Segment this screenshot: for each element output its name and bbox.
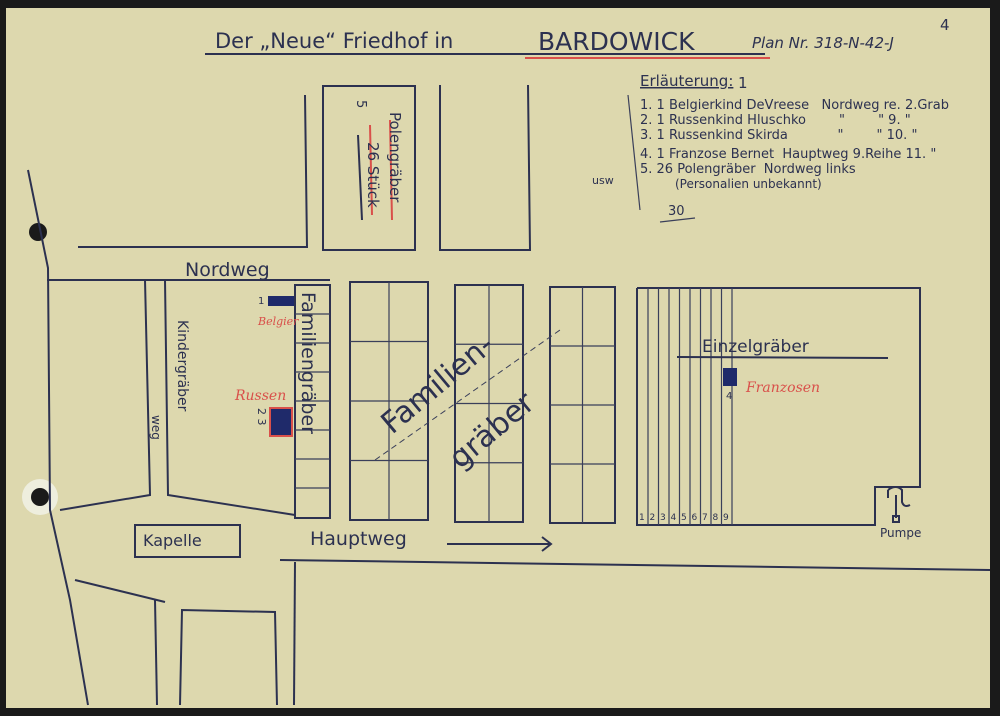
legend-item-5: 5. 26 Polengräber Nordweg links bbox=[640, 162, 856, 177]
russen-grave-markers bbox=[269, 407, 293, 437]
legend-item-4: 4. 1 Franzose Bernet Hauptweg 9.Reihe 11… bbox=[640, 147, 936, 162]
kinder-path bbox=[59, 279, 152, 511]
nordweg-label: Nordweg bbox=[185, 259, 270, 281]
row-number: 7 bbox=[702, 513, 708, 523]
row-number: 6 bbox=[692, 513, 698, 523]
legend-item-5-note: (Personalien unbekannt) bbox=[675, 177, 822, 191]
row-number: 3 bbox=[660, 513, 666, 523]
kindergraeber-label: Kindergräber bbox=[174, 320, 190, 412]
plan-number: Plan Nr. 318-N-42-J bbox=[752, 34, 894, 52]
row-number: 4 bbox=[671, 513, 677, 523]
pumpe-label: Pumpe bbox=[880, 526, 921, 540]
pump-icon bbox=[887, 486, 911, 518]
einzelgraeber-label: Einzelgräber bbox=[702, 337, 809, 357]
legend-bracket bbox=[627, 94, 641, 211]
legend-heading: Erläuterung: bbox=[640, 72, 733, 90]
upper-right-block bbox=[439, 84, 532, 251]
kapelle-label: Kapelle bbox=[143, 531, 202, 550]
belgier-grave-marker bbox=[268, 296, 294, 306]
franzosen-number: 4 bbox=[726, 391, 732, 402]
franzosen-label: Franzosen bbox=[745, 380, 820, 396]
page-mark: 4 bbox=[940, 16, 950, 34]
legend-item-3: 3. 1 Russenkind Skirda " " 10. " bbox=[640, 128, 917, 143]
weg-label: weg bbox=[149, 415, 163, 440]
left-boundary bbox=[27, 169, 89, 706]
polen-label: Polengräber bbox=[386, 112, 404, 203]
polen-graves-area bbox=[322, 85, 416, 251]
punch-hole bbox=[31, 488, 49, 506]
punch-hole bbox=[29, 223, 47, 241]
einzelgraeber-area bbox=[636, 287, 921, 526]
hauptweg-label: Hauptweg bbox=[310, 528, 407, 550]
belgier-label: Belgier bbox=[257, 315, 299, 328]
title-place: BARDOWICK bbox=[538, 27, 695, 56]
russen-label: Russen bbox=[234, 388, 286, 404]
row-number: 9 bbox=[723, 513, 729, 523]
title-prefix: Der „Neue“ Friedhof in bbox=[215, 29, 453, 53]
polen-number: 5 bbox=[353, 100, 368, 108]
kinder-area bbox=[164, 279, 296, 516]
belgier-number: 1 bbox=[258, 296, 264, 307]
row-number: 8 bbox=[713, 513, 719, 523]
polen-count: 26 Stück bbox=[364, 142, 382, 208]
legend-count: 30 bbox=[668, 204, 685, 219]
russen-numbers: 2 3 bbox=[255, 408, 268, 426]
legend-item-1: 1. 1 Belgierkind DeVreese Nordweg re. 2.… bbox=[640, 98, 949, 113]
legend-heading-num: 1 bbox=[738, 74, 748, 92]
legend-item-2: 2. 1 Russenkind Hluschko " " 9. " bbox=[640, 113, 911, 128]
row-number: 1 bbox=[639, 513, 645, 523]
legend-side-mark: usw bbox=[592, 174, 614, 187]
kapelle-box bbox=[134, 524, 241, 558]
row-number: 5 bbox=[681, 513, 687, 523]
family-grave-blocks bbox=[349, 281, 616, 524]
franzosen-grave-marker bbox=[723, 368, 737, 386]
familien-strip-label: Familiengräber bbox=[297, 292, 319, 434]
upper-left-block bbox=[78, 94, 309, 248]
row-number: 2 bbox=[650, 513, 656, 523]
